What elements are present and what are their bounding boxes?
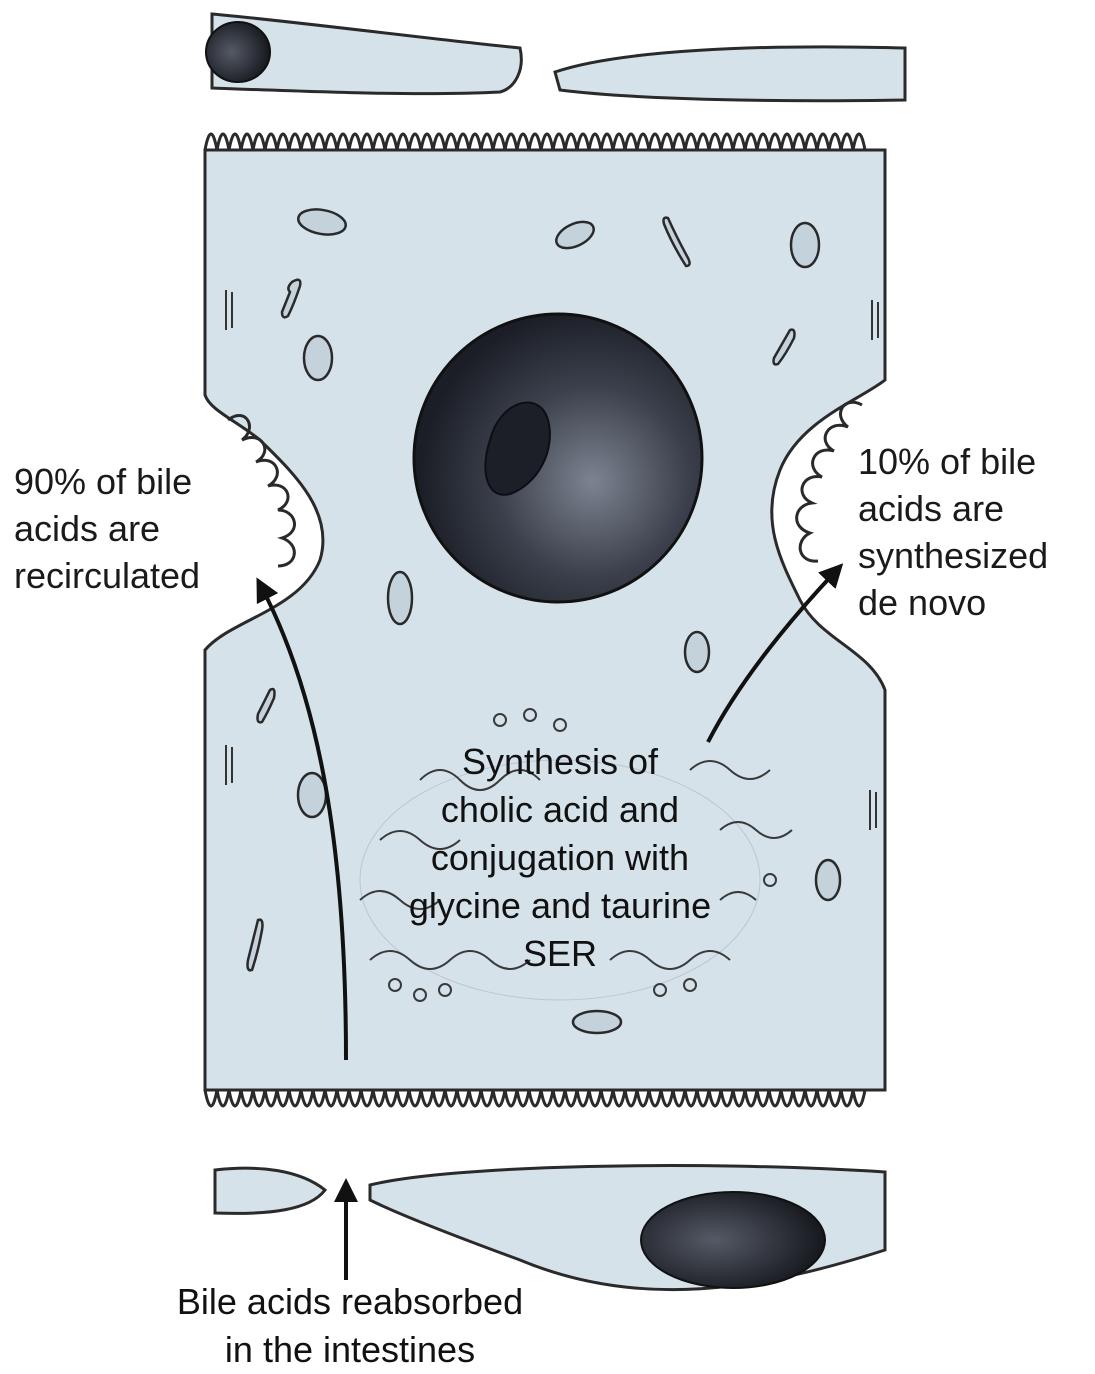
bottom-endothelial-cells xyxy=(215,1166,885,1290)
top-right-endothelial-cell xyxy=(555,47,905,101)
bottom-left-endothelial-cell xyxy=(215,1168,325,1213)
ser-label: SER xyxy=(370,930,750,978)
mitochondrion xyxy=(685,632,709,672)
mitochondrion xyxy=(791,223,819,267)
hepatocyte-nucleus xyxy=(414,314,702,602)
synthesis-label: Synthesis of cholic acid and conjugation… xyxy=(370,738,750,978)
reabsorbed-label: Bile acids reabsorbed in the intestines xyxy=(130,1278,570,1374)
top-endothelial-cells xyxy=(206,14,905,101)
apical-microvilli-bottom xyxy=(205,1090,865,1106)
mitochondrion xyxy=(573,1011,621,1033)
endothelial-nucleus-bottom xyxy=(641,1192,825,1288)
recirculated-label: 90% of bile acids are recirculated xyxy=(14,458,200,599)
mitochondrion xyxy=(388,572,412,624)
de-novo-label: 10% of bile acids are synthesized de nov… xyxy=(858,438,1048,626)
endothelial-nucleus-top xyxy=(206,22,270,82)
mitochondrion xyxy=(298,773,326,817)
mitochondrion xyxy=(816,860,840,900)
apical-microvilli-top xyxy=(205,134,865,150)
mitochondrion xyxy=(304,336,332,380)
